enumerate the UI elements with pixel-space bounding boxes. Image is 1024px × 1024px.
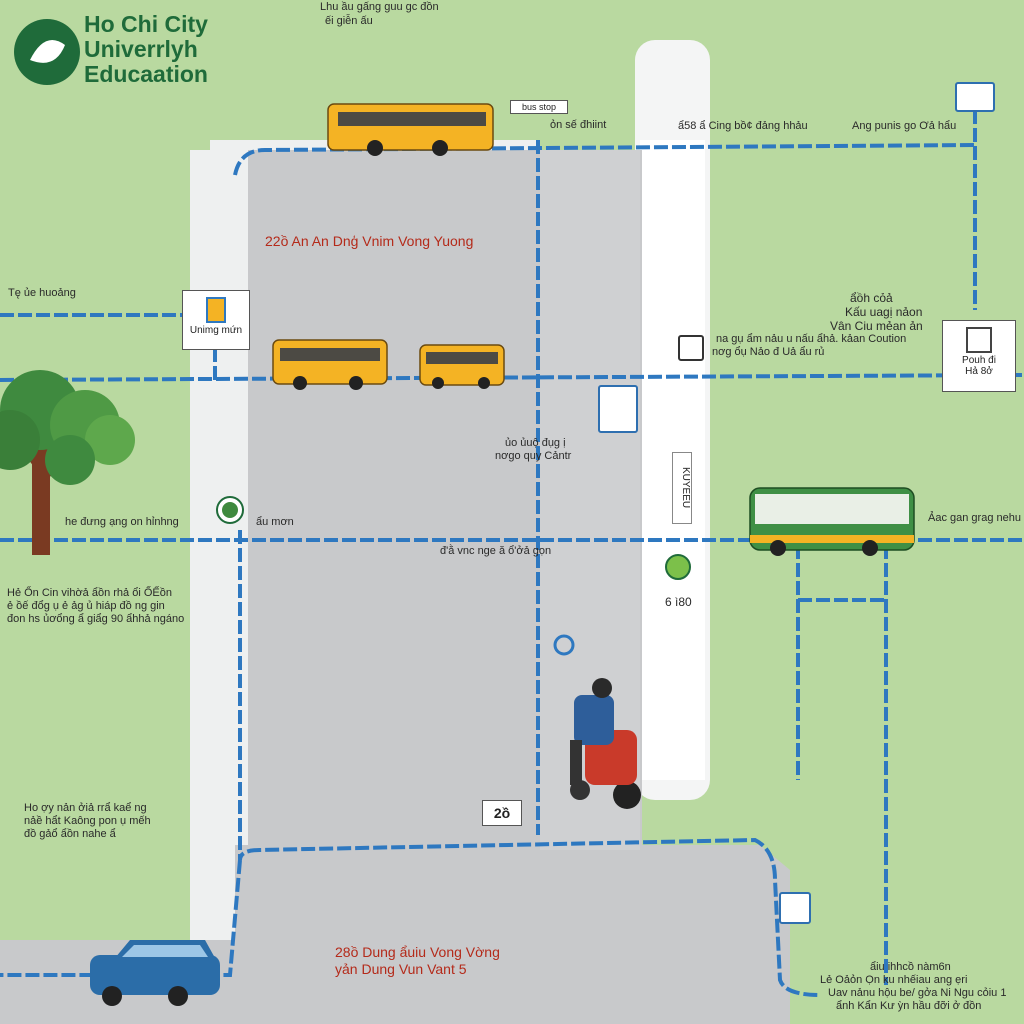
road-bottom <box>235 845 790 1024</box>
top-small-label-2: ếi giễn ấu <box>325 15 373 27</box>
bus-stop-icon <box>665 554 691 580</box>
bus-icon <box>749 487 915 556</box>
car-icon <box>90 940 220 1006</box>
logo-icon <box>14 19 80 85</box>
street-label-top: 22ồ An An Dnģ Vnim Vong Yuong <box>265 233 474 249</box>
top-small-label-1: Lhu ầu gấng guu gc đồn <box>320 1 439 13</box>
info-sign-icon <box>779 892 811 924</box>
sign-right-label: Pouh đi <box>962 355 996 366</box>
bus-icon <box>327 103 494 156</box>
sign-right: Pouh đi Hả 8ở <box>942 320 1016 392</box>
right-mid-label-5: nơg ổụ Nảo đ Uả ẩu rủ <box>712 346 825 358</box>
sign-left-label: Unimg mứn <box>189 325 243 336</box>
left-label-d-3: đồ gảổ ẩồn nahe ẩ <box>24 828 116 840</box>
logo-line-3: Educaation <box>84 61 208 87</box>
left-label-c-2: ẻ ồế đổg ụ ẻ ảg ủ hiáp đồ ng gin <box>7 600 165 612</box>
route-number-sign: 2ồ <box>482 800 522 826</box>
left-label-b: he đưng ạng on hỉnhng <box>65 516 179 528</box>
center-label-a-2: nơgo quy Cảntr <box>495 450 572 462</box>
bottom-right-label-1: ẩiu ihhcồ nàm6n <box>870 961 951 973</box>
street-label-bottom-2: yản Dung Vun Vant 5 <box>335 961 467 977</box>
street-label-bottom-1: 28ồ Dung ẩuiu Vong Vờng <box>335 944 500 960</box>
bus-stop-icon <box>222 502 238 518</box>
bottom-right-label-4: ẩnh Kẩn Kư ỳn hầu đỡi ở đồn <box>836 1000 982 1012</box>
left-label-d-2: nảề hẩt Kaông pon ụ mếh <box>24 815 151 827</box>
bus-icon <box>272 339 388 390</box>
left-label-d-1: Ho ợy nản ởiả rrẩ kaể ng <box>24 802 147 814</box>
bottom-right-label-3: Uav nảnu hộu be/ gởa Ni Ngu cỏiu 1 <box>828 987 1007 999</box>
vertical-sign: KUYEEU <box>672 452 692 524</box>
left-label-a: Tę ủe huoảng <box>8 287 76 299</box>
info-sign-icon <box>955 82 995 112</box>
tree-icon <box>0 370 135 555</box>
stop-label-top: ỏn sế đhiint <box>550 119 607 131</box>
right-mid-label-1: ẩồh cỏả <box>850 291 893 305</box>
sign-left: Unimg mứn <box>182 290 250 350</box>
bus-stop-icon <box>678 335 704 361</box>
right-label-b: Ảac gan grag nehu <box>928 512 1021 524</box>
bus-stop-icon <box>553 634 575 656</box>
right-mid-label-2: Kấu uagị nảon <box>845 305 923 319</box>
left-label-c-1: Hẻ Ổn Cin vihờả ẩồn rhả ổi ỐẾồn <box>7 587 172 599</box>
motorbike-icon <box>570 678 641 809</box>
logo-line-2: Univerrlyh <box>84 36 198 62</box>
bus-stop-icon <box>206 297 226 323</box>
right-top-label-b: Ang punis go Ơả hẩu <box>852 120 957 132</box>
right-top-label-a: ẩ58 ẩ Cing bồ¢ đảng hhảu <box>678 120 808 132</box>
right-mid-label-4: na gụ ẩm nảu u nấu ẩhả. kảan Coution <box>716 333 907 345</box>
center-label-a-1: ủo ủuộ đụg ị <box>505 437 566 449</box>
bottom-right-label-2: Lẻ Oảỏn Ọn ku nhếiau ang ẹri <box>820 974 968 986</box>
stop-number: 6 ì80 <box>665 595 692 609</box>
logo-line-1: Ho Chi City <box>84 11 208 37</box>
sign-right-label-b: Hả 8ở <box>965 366 993 377</box>
bus-stop-sign: bus stop <box>510 100 568 114</box>
bus-icon <box>419 344 505 389</box>
bus-stop-icon <box>598 385 638 433</box>
route-lines <box>0 110 1024 997</box>
left-label-c-3: đon hs ủơổng ẩ giẩg 90 ẩhhả ngáno <box>7 613 185 625</box>
center-label-b: ẩu mơn <box>256 516 294 528</box>
logo-text: Ho Chi City Univerrlyh Educaation <box>84 12 208 87</box>
right-mid-label-3: Vân Ciu mẻan ản <box>830 319 923 333</box>
info-sign-icon <box>966 327 992 353</box>
center-label-c: đ'ằ vnc nge ă ổ'ởả gọn <box>440 545 552 557</box>
